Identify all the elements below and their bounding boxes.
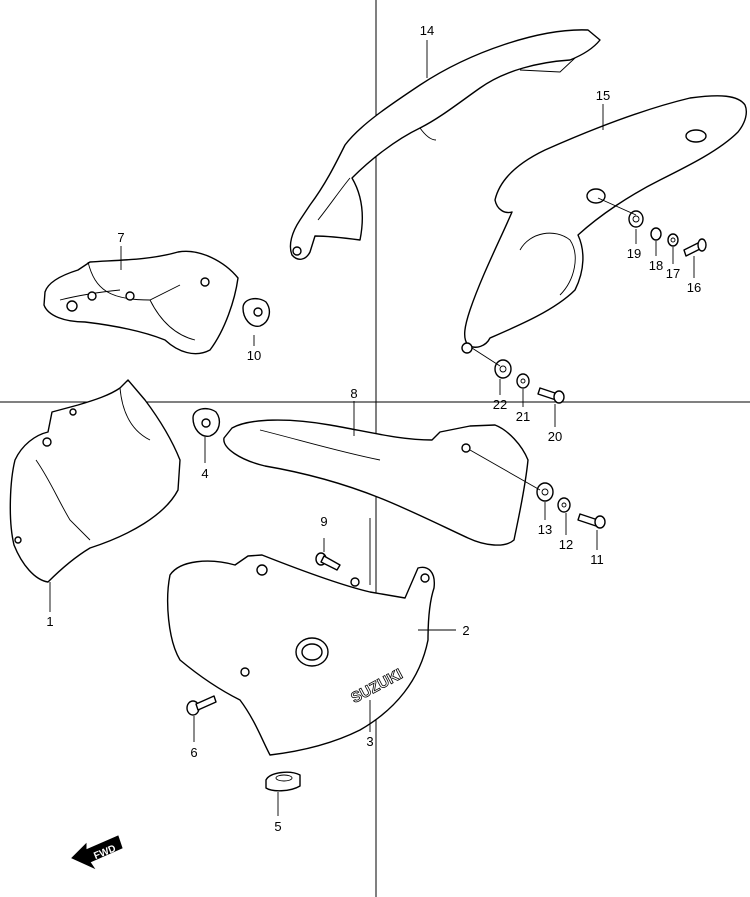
part-8-right-cover [223, 419, 529, 546]
callout-19: 19 [627, 246, 641, 261]
part-22-cushion [494, 359, 512, 379]
callout-4: 4 [201, 466, 208, 481]
part-17-washer [667, 233, 679, 247]
part-19-cushion [628, 210, 644, 228]
callout-14: 14 [420, 23, 434, 38]
part-4-cushion [192, 407, 221, 437]
callout-6: 6 [190, 745, 197, 760]
part-21-washer [516, 373, 530, 389]
part-6-screw [186, 695, 217, 716]
callout-5: 5 [274, 819, 281, 834]
part-10-cushion [242, 297, 271, 327]
part-14-rear-cover [289, 29, 601, 260]
callout-11: 11 [590, 552, 604, 567]
part-15-rear-cover [461, 95, 747, 354]
callout-16: 16 [687, 280, 701, 295]
part-13-cushion [536, 482, 554, 502]
callout-17: 17 [666, 266, 680, 281]
part-11-screw [577, 513, 606, 529]
part-7-bracket [43, 250, 239, 355]
callout-3: 3 [366, 734, 373, 749]
leader-lines [49, 40, 695, 816]
callout-9: 9 [320, 514, 327, 529]
part-18-spacer [650, 227, 662, 241]
callout-labels: 14 15 7 10 8 4 1 9 2 3 6 5 19 18 17 16 2… [46, 23, 701, 834]
part-16-screw [683, 238, 707, 257]
callout-13: 13 [538, 522, 552, 537]
part-12-washer [557, 497, 571, 513]
callout-10: 10 [247, 348, 261, 363]
callout-15: 15 [596, 88, 610, 103]
part-20-screw [537, 387, 565, 404]
callout-20: 20 [548, 429, 562, 444]
callout-1: 1 [46, 614, 53, 629]
callout-2: 2 [462, 623, 469, 638]
callout-22: 22 [493, 397, 507, 412]
part-1-front-cover [9, 379, 181, 583]
part-9-screw [315, 552, 341, 571]
part-2-left-cover: SUZUKI [166, 554, 435, 756]
part-5-cushion [265, 771, 301, 792]
fwd-arrow-icon: FWD [71, 835, 123, 870]
callout-18: 18 [649, 258, 663, 273]
callout-12: 12 [559, 537, 573, 552]
callout-7: 7 [117, 230, 124, 245]
callout-21: 21 [516, 409, 530, 424]
callout-8: 8 [350, 386, 357, 401]
